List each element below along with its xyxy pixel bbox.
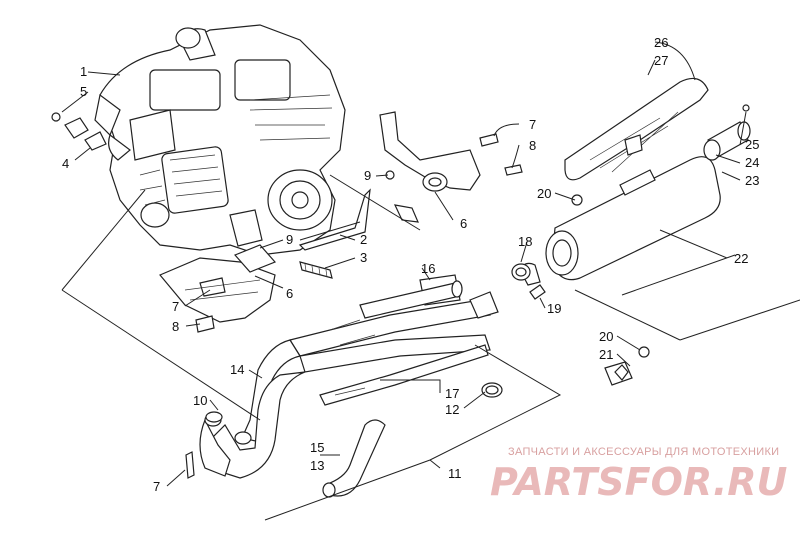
callout-10: 10	[193, 393, 207, 408]
bolt-7-lower	[185, 451, 195, 479]
callout-4: 4	[62, 156, 69, 171]
elbow-pipe-15	[322, 419, 386, 498]
callout-19: 19	[547, 301, 561, 316]
callout-13: 13	[310, 458, 324, 473]
spark-arrestor	[703, 104, 751, 161]
callout-20-upper: 20	[537, 186, 551, 201]
muffler	[519, 156, 721, 286]
callout-2: 2	[360, 232, 367, 247]
callout-11: 11	[448, 466, 462, 481]
pipe-16	[359, 280, 463, 319]
callout-12: 12	[445, 402, 459, 417]
clamp-parts-left	[51, 112, 107, 151]
callout-7-bottom: 7	[153, 479, 160, 494]
callout-26: 26	[654, 35, 668, 50]
watermark-subtitle: ЗАПЧАСТИ И АКСЕССУАРЫ ДЛЯ МОТОТЕХНИКИ	[508, 446, 780, 458]
bolt-19	[529, 284, 546, 300]
callout-24: 24	[745, 155, 759, 170]
callout-20-lower: 20	[599, 329, 613, 344]
callout-5: 5	[80, 84, 87, 99]
callout-16: 16	[421, 261, 435, 276]
callout-23: 23	[745, 173, 759, 188]
callout-9-lower: 9	[286, 232, 293, 247]
callout-18: 18	[518, 234, 532, 249]
bolt-3	[299, 261, 333, 279]
mounting-bracket-top	[379, 111, 523, 223]
callout-27: 27	[654, 53, 668, 68]
callout-labels: 1 5 4 7 8 9 6 2 3 9 6 7 8 16 14 10 7 15 …	[62, 35, 759, 494]
callout-8-lower: 8	[172, 319, 179, 334]
callout-1: 1	[80, 64, 87, 79]
callout-8-top: 8	[529, 138, 536, 153]
callout-17: 17	[445, 386, 459, 401]
callout-15: 15	[310, 440, 324, 455]
callout-21: 21	[599, 347, 613, 362]
callout-22: 22	[734, 251, 748, 266]
callout-7-lower: 7	[172, 299, 179, 314]
bolt-20-upper	[571, 194, 583, 206]
callout-9-top: 9	[364, 168, 371, 183]
clamp-12	[481, 382, 503, 398]
callout-14: 14	[230, 362, 244, 377]
callout-6-top: 6	[460, 216, 467, 231]
watermark-logo: PARTSFOR.RU	[490, 460, 788, 504]
clamp-18	[511, 263, 531, 281]
leader-lines	[61, 41, 800, 521]
callout-7-top: 7	[529, 117, 536, 132]
heat-shield	[564, 77, 709, 181]
callout-25: 25	[745, 137, 759, 152]
gasket-10	[205, 411, 223, 423]
mounting-bracket-lower	[159, 244, 277, 333]
hardware-20-21	[604, 346, 650, 386]
exhaust-header-pipes	[199, 274, 499, 479]
exhaust-rod	[298, 188, 371, 251]
callout-3: 3	[360, 250, 367, 265]
callout-6-lower: 6	[286, 286, 293, 301]
engine-drawing	[94, 24, 346, 256]
